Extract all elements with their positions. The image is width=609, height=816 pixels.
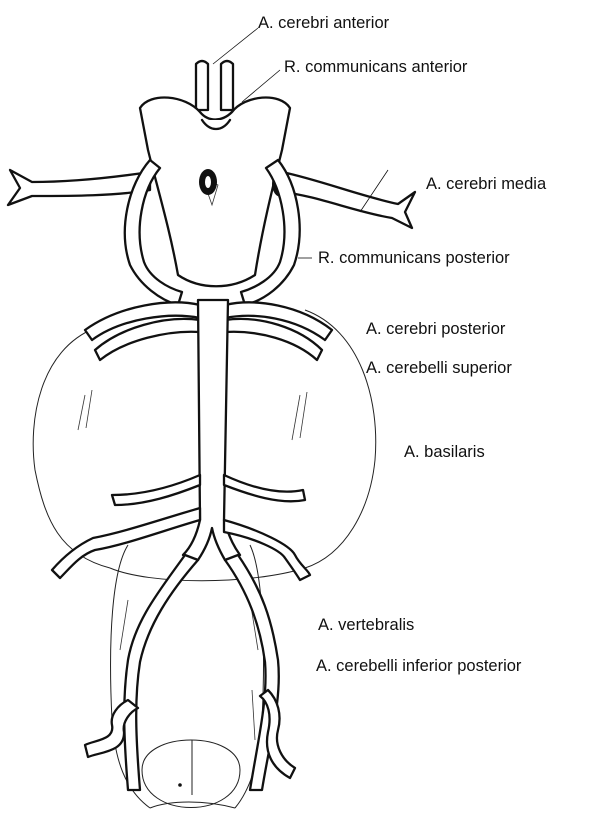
- middle-cerebral-right: [282, 172, 415, 228]
- label-cerebri-anterior: A. cerebri anterior: [258, 14, 390, 32]
- label-cerebelli-superior: A. cerebelli superior: [366, 359, 512, 377]
- vessels: [8, 61, 415, 790]
- label-vertebralis: A. vertebralis: [318, 616, 414, 634]
- label-basilaris: A. basilaris: [404, 443, 485, 461]
- label-communicans-posterior: R. communicans posterior: [318, 249, 510, 267]
- anterior-cerebral-left: [196, 61, 208, 110]
- label-communicans-anterior: R. communicans anterior: [284, 58, 468, 76]
- vertebral-left: [124, 555, 198, 790]
- label-cerebelli-inferior-posterior: A. cerebelli inferior posterior: [316, 657, 522, 675]
- label-cerebri-media: A. cerebri media: [426, 175, 547, 193]
- anterior-cerebral-right: [221, 61, 233, 110]
- label-cerebri-posterior: A. cerebri posterior: [366, 320, 506, 338]
